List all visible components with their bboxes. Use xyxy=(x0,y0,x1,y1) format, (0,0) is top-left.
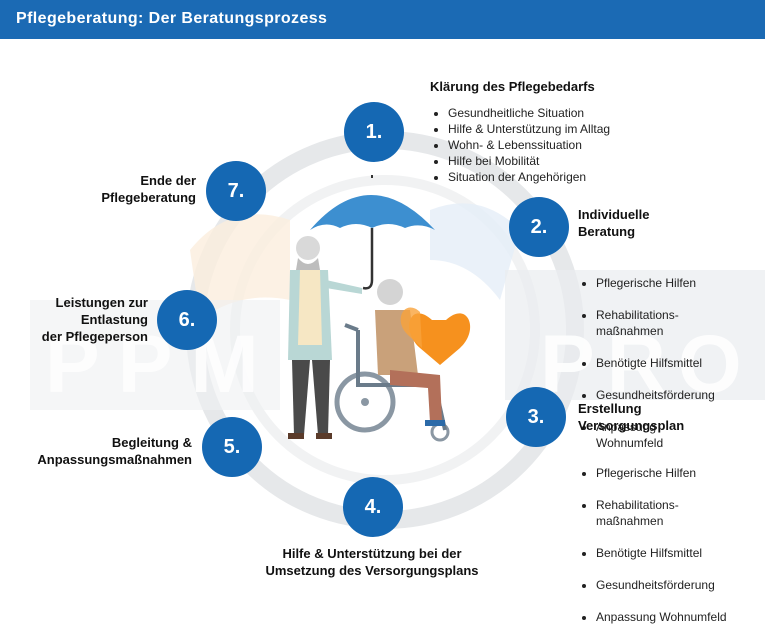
step-7-title-line: Pflegeberatung xyxy=(101,190,196,205)
elderly-man-figure xyxy=(288,236,362,439)
step-1-bullet-list: Gesundheitliche Situation Hilfe & Unters… xyxy=(430,105,610,185)
step-7-title: Ende der Pflegeberatung xyxy=(40,172,196,206)
step-7-title-line: Ende der xyxy=(140,173,196,188)
list-item: Hilfe & Unterstützung im Alltag xyxy=(448,121,610,137)
step-1-title: Klärung des Pflegebedarfs xyxy=(430,78,595,95)
step-6-title-line: Leistungen zur xyxy=(55,295,148,310)
step-5-title-line: Begleitung & xyxy=(111,435,192,450)
step-3-circle: 3. xyxy=(506,387,566,447)
step-4-circle: 4. xyxy=(343,477,403,537)
step-7-circle: 7. xyxy=(206,161,266,221)
step-5-number: 5. xyxy=(223,435,241,458)
step-6-title-line: Entlastung xyxy=(80,312,148,327)
step-4-title-line: Umsetzung des Versorgungsplans xyxy=(265,563,479,578)
step-4-title: Hilfe & Unterstützung bei der Umsetzung … xyxy=(222,545,522,579)
step-6-title-line: der Pflegeperson xyxy=(41,329,148,344)
list-item: Gesundheitsförderung xyxy=(596,387,715,403)
step-3-title: Erstellung Versorgungsplan xyxy=(578,400,684,434)
step-6-title: Leistungen zur Entlastung der Pflegepers… xyxy=(8,294,148,345)
list-item: Gesundheitsförderung xyxy=(596,577,727,593)
list-item: Situation der Angehörigen xyxy=(448,169,610,185)
step-2-number: 2. xyxy=(530,215,548,238)
step-1-number: 1. xyxy=(365,120,383,143)
step-2-title-line: Beratung xyxy=(578,224,636,239)
list-item: Benötigte Hilfsmittel xyxy=(596,355,715,371)
step-2-title-line: Individuelle xyxy=(578,207,650,222)
step-2-bullet-list: Pflegerische Hilfen Rehabilitations- maß… xyxy=(578,259,715,467)
list-item: Anpassung Wohnumfeld xyxy=(596,419,715,451)
page-title: Pflegeberatung: Der Beratungsprozess xyxy=(16,10,328,27)
step-3-bullet-list: Pflegerische Hilfen Rehabilitations- maß… xyxy=(578,449,727,641)
step-6-circle: 6. xyxy=(157,290,217,350)
watermark-text-left: PPM xyxy=(45,319,277,410)
list-item: Wohn- & Lebenssituation xyxy=(448,137,610,153)
watermark-text-right: PRO xyxy=(540,319,754,410)
step-1-circle: 1. xyxy=(344,102,404,162)
step-5-title: Begleitung & Anpassungsmaßnahmen xyxy=(8,434,192,468)
list-item: Hilfe bei Mobilität xyxy=(448,153,610,169)
step-5-circle: 5. xyxy=(202,417,262,477)
list-item: Anpassung Wohnumfeld xyxy=(596,609,727,625)
step-5-title-line: Anpassungsmaßnahmen xyxy=(37,452,192,467)
list-item: Rehabilitations- maßnahmen xyxy=(596,307,715,339)
step-7-number: 7. xyxy=(227,179,245,202)
list-item: Benötigte Hilfsmittel xyxy=(596,545,727,561)
step-4-title-line: Hilfe & Unterstützung bei der xyxy=(282,546,462,561)
list-item: Gesundheitliche Situation xyxy=(448,105,610,121)
list-item: Pflegerische Hilfen xyxy=(596,465,727,481)
list-item: Rehabilitations- maßnahmen xyxy=(596,497,727,529)
step-3-title-line: Erstellung xyxy=(578,401,642,416)
list-item: Pflegerische Hilfen xyxy=(596,275,715,291)
caregiver-illustration xyxy=(288,175,471,442)
step-6-number: 6. xyxy=(178,308,196,331)
step-3-title-line: Versorgungsplan xyxy=(578,418,685,433)
step-1-title-line: Klärung des Pflegebedarfs xyxy=(430,79,595,94)
step-3-number: 3. xyxy=(527,405,545,428)
heart-balloon-icon xyxy=(400,307,471,365)
header-bar: Pflegeberatung: Der Beratungsprozess xyxy=(0,0,765,39)
step-2-circle: 2. xyxy=(509,197,569,257)
step-4-number: 4. xyxy=(364,495,382,518)
step-2-title: Individuelle Beratung xyxy=(578,206,650,240)
umbrella-icon xyxy=(310,175,435,290)
